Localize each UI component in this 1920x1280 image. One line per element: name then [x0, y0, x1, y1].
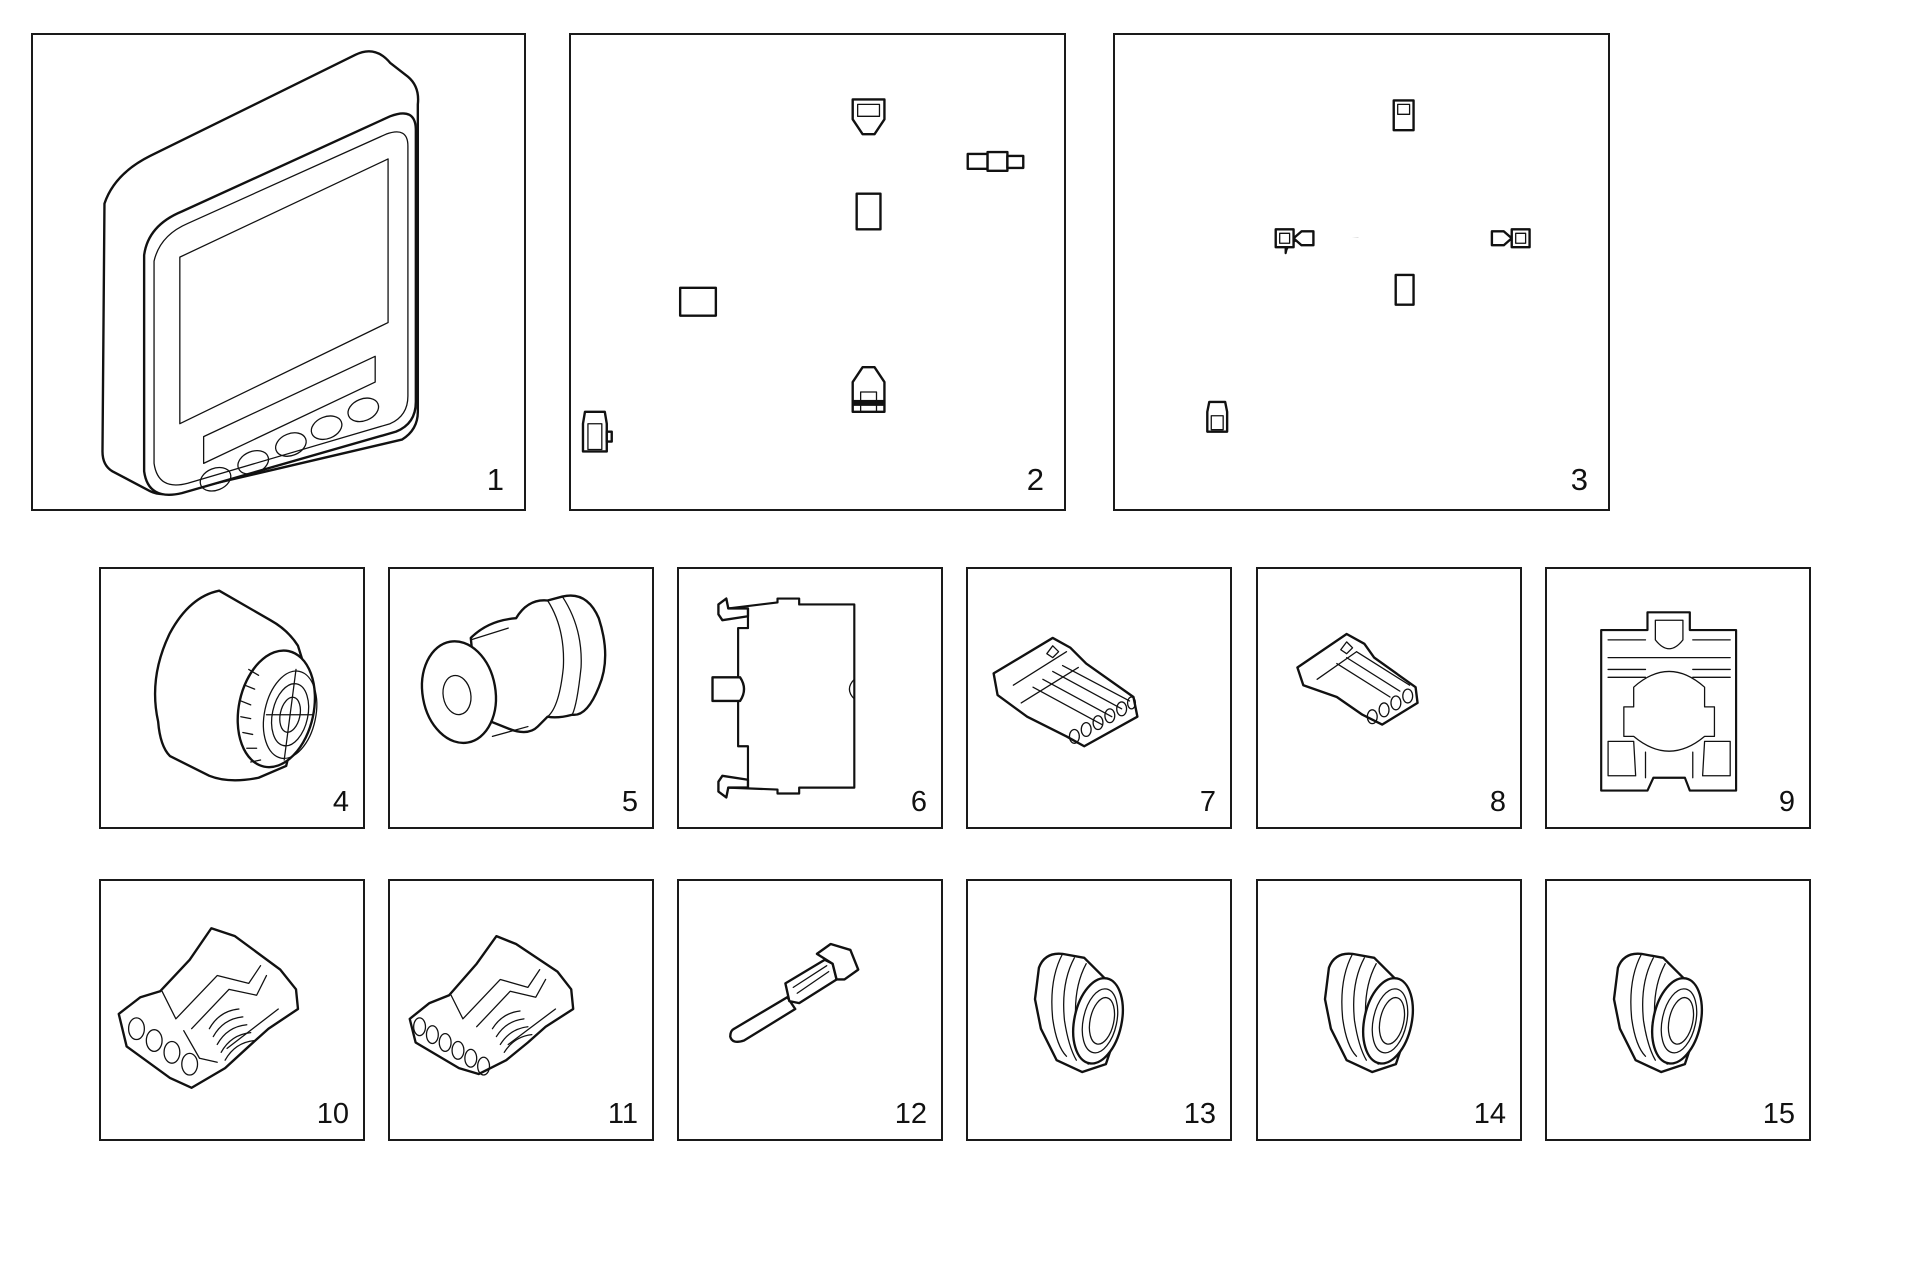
part-panel-6[interactable]: 6 — [677, 567, 943, 829]
part-panel-9[interactable]: 9 — [1545, 567, 1811, 829]
part-number-label: 4 — [332, 786, 349, 818]
part-panel-10[interactable]: 10 — [99, 879, 365, 1141]
part-panel-15[interactable]: 15 — [1545, 879, 1811, 1141]
buzzer-icon — [153, 589, 318, 782]
part-panel-7[interactable]: 7 — [966, 567, 1232, 829]
part-number-label: 3 — [1570, 462, 1588, 497]
part-number-label: 2 — [1026, 462, 1044, 497]
part-number-label: 1 — [486, 462, 504, 497]
wire-seal-icon — [1323, 952, 1415, 1074]
part-number-label: 14 — [1473, 1098, 1506, 1130]
display-unit-icon — [101, 50, 420, 496]
wire-seal-icon — [1033, 952, 1125, 1074]
part-panel-12[interactable]: 12 — [677, 879, 943, 1141]
part-number-label: 11 — [607, 1098, 638, 1130]
part-number-label: 7 — [1199, 786, 1216, 818]
part-panel-8[interactable]: 8 — [1256, 567, 1522, 829]
part-panel-1[interactable]: 1 — [31, 33, 526, 511]
part-panel-2[interactable]: 2 — [569, 33, 1066, 511]
part-number-label: 6 — [910, 786, 927, 818]
part-panel-11[interactable]: 11 — [388, 879, 654, 1141]
wiring-harness-icon — [581, 98, 1025, 453]
part-panel-3[interactable]: 3 — [1113, 33, 1610, 511]
part-number-label: 8 — [1489, 786, 1506, 818]
part-number-label: 9 — [1778, 786, 1795, 818]
part-number-label: 15 — [1762, 1098, 1795, 1130]
bracket-holder-icon — [1600, 611, 1738, 792]
mounting-clip-icon — [711, 597, 856, 799]
connector-housing-6-pin-icon — [408, 934, 575, 1076]
connector-6-way-icon — [992, 636, 1139, 748]
cable-seal-icon — [420, 594, 607, 745]
part-number-label: 10 — [316, 1098, 349, 1130]
part-panel-5[interactable]: 5 — [388, 567, 654, 829]
part-number-label: 5 — [621, 786, 638, 818]
wire-seal-icon — [1612, 952, 1704, 1074]
part-panel-4[interactable]: 4 — [99, 567, 365, 829]
part-number-label: 12 — [894, 1098, 927, 1130]
part-number-label: 13 — [1183, 1098, 1216, 1130]
part-panel-13[interactable]: 13 — [966, 879, 1232, 1141]
part-panel-14[interactable]: 14 — [1256, 879, 1522, 1141]
terminal-pin-icon — [729, 942, 860, 1044]
connector-housing-4-pin-icon — [117, 927, 300, 1089]
connector-4-way-icon — [1296, 632, 1419, 726]
wiring-harness-splitter-icon — [1206, 99, 1531, 433]
